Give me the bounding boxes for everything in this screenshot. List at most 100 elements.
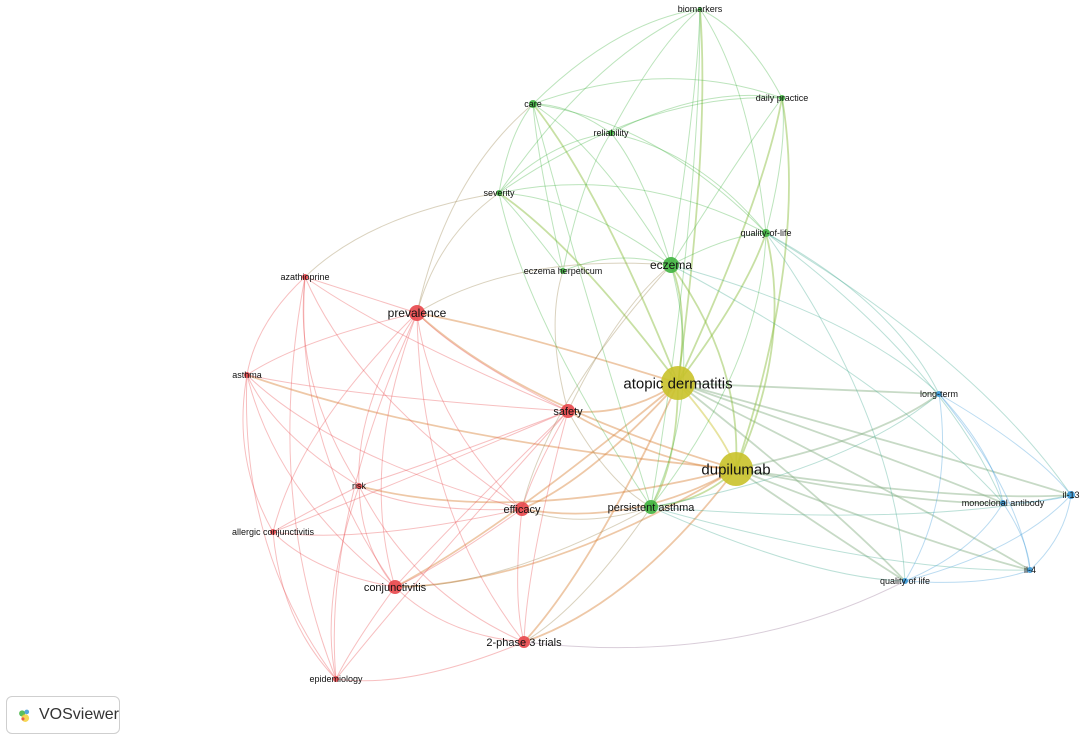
node-label-qol-hyphen[interactable]: quality-of-life xyxy=(740,228,791,238)
network-link xyxy=(562,132,612,272)
node-prevalence[interactable] xyxy=(409,305,425,321)
network-link xyxy=(904,393,944,582)
node-epidemiology[interactable] xyxy=(333,676,339,682)
node-label-efficacy[interactable]: efficacy xyxy=(503,504,541,516)
network-link xyxy=(523,468,737,643)
network-link xyxy=(765,232,1004,504)
node-label-safety[interactable]: safety xyxy=(553,406,583,418)
network-link xyxy=(272,485,360,533)
node-label-daily-practice[interactable]: daily practice xyxy=(756,93,809,103)
network-link xyxy=(670,232,767,266)
node-severity[interactable] xyxy=(496,190,502,196)
node-label-long-term[interactable]: long-term xyxy=(920,389,958,399)
network-link xyxy=(498,132,612,194)
node-safety[interactable] xyxy=(561,404,575,418)
node-reliability[interactable] xyxy=(608,130,614,136)
network-link xyxy=(523,506,652,643)
node-label-prevalence[interactable]: prevalence xyxy=(388,306,447,320)
node-dupilumab[interactable] xyxy=(719,452,753,486)
node-label-dupilumab[interactable]: dupilumab xyxy=(701,461,770,478)
node-il4[interactable] xyxy=(1027,567,1033,573)
network-link xyxy=(677,382,1004,504)
network-link xyxy=(358,485,523,511)
node-label-eczema-herp[interactable]: eczema herpeticum xyxy=(524,266,603,276)
network-link xyxy=(765,232,906,582)
network-link xyxy=(358,312,418,487)
node-label-atopic-dermatitis[interactable]: atopic dermatitis xyxy=(623,375,732,392)
network-link xyxy=(650,8,701,508)
network-link xyxy=(532,8,701,105)
network-link xyxy=(330,485,360,680)
node-label-mab[interactable]: monoclonal antibody xyxy=(962,498,1045,508)
node-risk[interactable] xyxy=(356,483,362,489)
node-label-epidemiology[interactable]: epidemiology xyxy=(309,674,363,684)
network-link xyxy=(699,8,783,99)
network-link xyxy=(650,506,1031,571)
link-layer xyxy=(242,8,1072,682)
node-qol-space[interactable] xyxy=(902,578,908,584)
node-long-term[interactable] xyxy=(936,391,942,397)
node-eczema-herp[interactable] xyxy=(560,268,566,274)
network-link xyxy=(765,232,940,395)
node-care[interactable] xyxy=(529,100,537,108)
node-label-qol-space[interactable]: quality of life xyxy=(880,576,930,586)
node-efficacy[interactable] xyxy=(515,502,529,516)
network-link xyxy=(380,312,418,588)
node-conjunctivitis[interactable] xyxy=(388,580,402,594)
node-label-eczema[interactable]: eczema xyxy=(650,258,692,272)
network-link xyxy=(567,264,672,412)
network-link xyxy=(246,374,396,588)
network-link xyxy=(416,192,500,314)
node-label-allergic-conj[interactable]: allergic conjunctivitis xyxy=(232,527,315,537)
node-allergic-conj[interactable] xyxy=(270,529,276,535)
node-label-persistent-asthma[interactable]: persistent asthma xyxy=(608,502,696,514)
node-label-phase3[interactable]: 2-phase 3 trials xyxy=(486,637,562,649)
network-link xyxy=(1002,502,1031,571)
node-label-reliability[interactable]: reliability xyxy=(593,128,629,138)
network-link xyxy=(498,103,534,194)
node-biomarkers[interactable] xyxy=(698,7,702,11)
network-link xyxy=(304,192,500,278)
node-label-care[interactable]: care xyxy=(524,99,542,109)
network-link xyxy=(735,97,790,470)
node-azathioprine[interactable] xyxy=(302,274,308,280)
network-link xyxy=(1002,494,1072,504)
vosviewer-badge[interactable]: VOSviewer xyxy=(6,696,120,734)
network-link xyxy=(521,506,652,520)
label-layer: atopic dermatitis dupilumab prevalence safe… xyxy=(232,4,1080,684)
node-il13[interactable] xyxy=(1067,491,1075,499)
node-label-conjunctivitis[interactable]: conjunctivitis xyxy=(364,582,427,594)
node-label-severity[interactable]: severity xyxy=(483,188,515,198)
node-phase3[interactable] xyxy=(518,636,530,648)
network-link xyxy=(498,8,701,194)
node-label-il13[interactable]: il-13 xyxy=(1062,490,1079,500)
node-eczema[interactable] xyxy=(663,257,679,273)
node-persistent-asthma[interactable] xyxy=(644,500,658,514)
node-daily-practice[interactable] xyxy=(779,95,785,101)
network-link xyxy=(670,264,738,470)
node-mab[interactable] xyxy=(1000,500,1006,506)
node-atopic-dermatitis[interactable] xyxy=(661,366,695,400)
network-link xyxy=(523,410,569,643)
network-link xyxy=(938,393,1004,504)
node-label-asthma[interactable]: asthma xyxy=(232,370,262,380)
node-label-il4[interactable]: il-4 xyxy=(1024,565,1036,575)
node-label-risk[interactable]: risk xyxy=(352,481,366,491)
network-link xyxy=(670,8,701,266)
network-link xyxy=(765,232,1072,496)
network-link xyxy=(650,494,1072,516)
network-link xyxy=(498,192,564,272)
node-label-azathioprine[interactable]: azathioprine xyxy=(280,272,329,282)
node-asthma[interactable] xyxy=(244,372,250,378)
node-label-biomarkers[interactable]: biomarkers xyxy=(678,4,723,14)
network-link xyxy=(532,103,564,272)
network-link xyxy=(498,97,783,194)
network-link xyxy=(272,531,337,680)
network-link xyxy=(677,8,704,384)
network-link xyxy=(272,531,396,588)
network-link xyxy=(246,374,737,470)
network-link xyxy=(677,97,783,384)
network-link xyxy=(335,410,569,680)
node-qol-hyphen[interactable] xyxy=(762,229,770,237)
